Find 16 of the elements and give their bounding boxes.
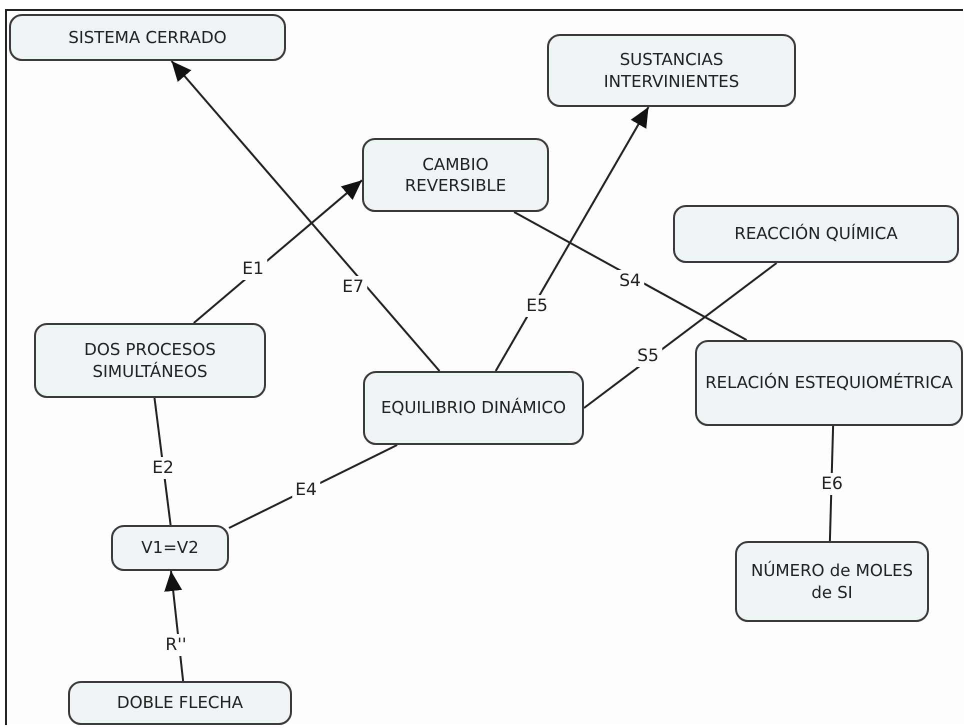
concept-box: CAMBIO REVERSIBLE [362,138,549,212]
concept-box: REACCIÓN QUÍMICA [673,205,959,263]
arrow [494,106,650,372]
concept-box: DOS PROCESOS SIMULTÁNEOS [34,323,266,398]
concept-box: RELACIÓN ESTEQUIOMÉTRICA [695,340,963,426]
edge-label: E4 [292,479,320,501]
concept-box: SUSTANCIAS INTERVINIENTES [547,34,796,107]
edge-label: S5 [634,345,662,367]
connector-line [514,211,748,341]
concept-box: V1=V2 [111,525,229,571]
concept-box: DOBLE FLECHA [68,681,292,725]
concept-box: EQUILIBRIO DINÁMICO [363,371,584,445]
connector-line [583,262,778,409]
concept-box: NÚMERO de MOLES de SI [735,541,929,622]
concept-box: SISTEMA CERRADO [9,14,286,61]
arrow [170,60,440,372]
